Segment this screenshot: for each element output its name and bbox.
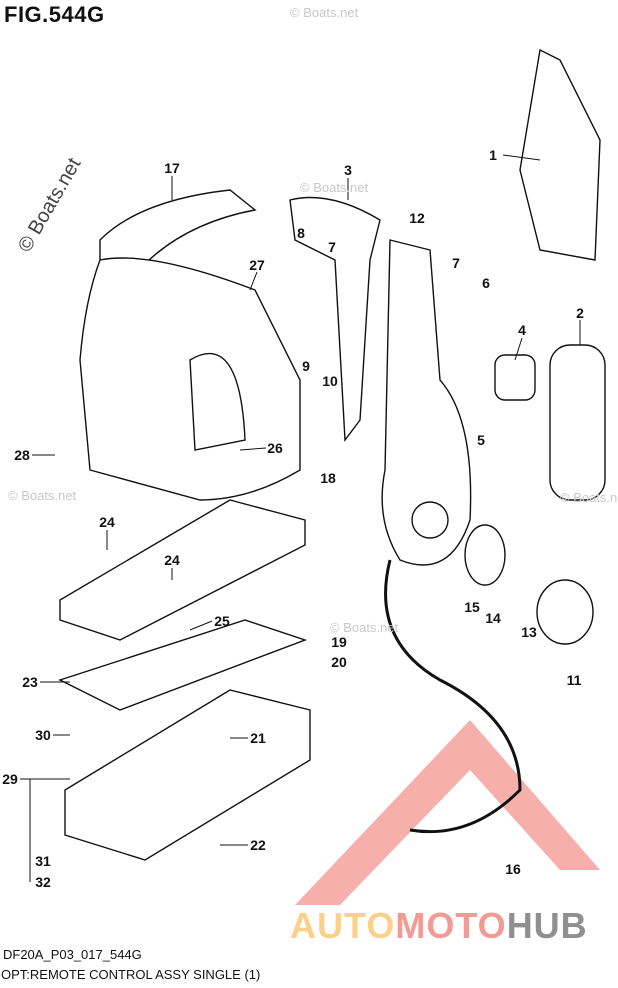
callout: 22	[250, 837, 266, 853]
callout: 2	[576, 305, 584, 321]
part-2-grip	[549, 344, 606, 501]
callout: 24	[99, 514, 115, 530]
part-15-plate	[464, 524, 506, 586]
callout: 14	[485, 610, 501, 626]
watermark: © Boats.net	[8, 488, 77, 503]
callout: 8	[297, 225, 305, 241]
callout: 17	[164, 160, 180, 176]
callout: 9	[302, 358, 310, 374]
callout: 13	[521, 624, 537, 640]
callout: 29	[2, 771, 18, 787]
part-27-housing	[79, 257, 301, 501]
part-11-knob	[536, 579, 594, 645]
part-1-remote	[519, 48, 601, 261]
part-24-bracket	[59, 499, 306, 641]
diagram-description: OPT:REMOTE CONTROL ASSY SINGLE (1)	[1, 967, 261, 982]
callout: 15	[464, 599, 480, 615]
automotohub-logo: AUTOMOTOHUB	[290, 905, 588, 946]
callout: 20	[331, 654, 347, 670]
logo-triangle	[295, 720, 600, 905]
part-29-base	[64, 689, 311, 861]
callout: 5	[477, 432, 485, 448]
diagram-code: DF20A_P03_017_544G	[3, 947, 142, 962]
callout: 4	[518, 322, 526, 338]
callout: 12	[409, 210, 425, 226]
leader-lines	[20, 154, 581, 882]
callout: 25	[214, 613, 230, 629]
callout: 3	[344, 162, 352, 178]
watermark: © Boats.net	[330, 620, 399, 635]
part-16-harness	[384, 559, 522, 834]
callout: 6	[482, 275, 490, 291]
callout: 7	[328, 239, 336, 255]
callout: 27	[249, 257, 265, 273]
callout: 10	[322, 373, 338, 389]
part-4-switch	[494, 354, 536, 401]
callout: 24	[164, 552, 180, 568]
callout: 28	[14, 447, 30, 463]
part-23-gasket	[58, 619, 308, 711]
watermark: © Boats.net	[300, 180, 369, 195]
callout: 11	[566, 672, 582, 688]
callout: 23	[22, 674, 38, 690]
watermark: © Boats.net	[290, 5, 359, 20]
callout: 7	[452, 255, 460, 271]
watermark: © Boats.net	[560, 490, 618, 505]
callout: 31	[35, 853, 51, 869]
callout: 21	[250, 730, 266, 746]
callout: 19	[331, 634, 347, 650]
callout: 18	[320, 470, 336, 486]
part-12-lever	[381, 239, 472, 566]
callout: 26	[267, 440, 283, 456]
callout: 30	[35, 727, 51, 743]
callout: 1	[489, 147, 497, 163]
callout: 16	[505, 861, 521, 877]
part-3-arm	[289, 196, 381, 442]
callout: 32	[35, 874, 51, 890]
figure-title: FIG.544G	[4, 2, 105, 27]
